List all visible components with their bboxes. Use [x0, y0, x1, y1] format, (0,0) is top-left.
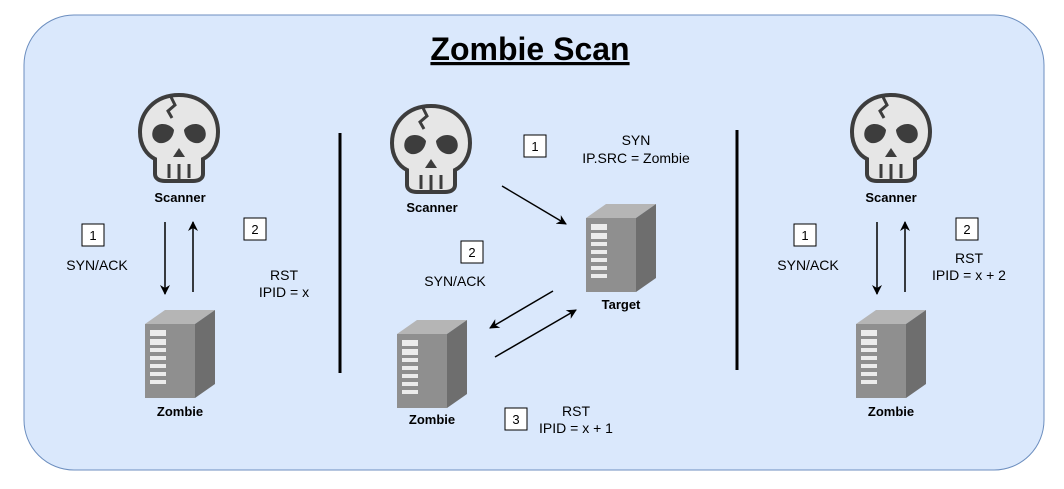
step-number-1: 1 — [89, 228, 96, 243]
syn-label: SYN — [622, 132, 651, 148]
syn-ack-label: SYN/ACK — [424, 273, 486, 289]
step-box-1 — [523, 134, 547, 158]
step-number-2: 2 — [251, 222, 258, 237]
target-label: Target — [602, 297, 641, 312]
ipid-label: IPID = x — [259, 284, 309, 300]
scanner-label: Scanner — [154, 190, 205, 205]
rst-label: RST — [955, 250, 983, 266]
server-icon — [856, 310, 926, 398]
rst-label: RST — [562, 403, 590, 419]
scanner-label: Scanner — [406, 200, 457, 215]
right-panel: Scanner Zombie 1 SYN/ACK 2 RST IPID = x … — [777, 93, 1006, 419]
step-number-1: 1 — [531, 139, 538, 154]
server-icon — [145, 310, 215, 398]
step-box-2 — [460, 240, 484, 264]
server-icon — [586, 204, 656, 292]
rst-label: RST — [270, 267, 298, 283]
diagram-title: Zombie Scan — [430, 31, 629, 67]
step-number-2: 2 — [963, 222, 970, 237]
scanner-label: Scanner — [865, 190, 916, 205]
diagram-background — [23, 14, 1045, 471]
arrow-rst — [494, 309, 577, 358]
step-box-1 — [793, 223, 817, 247]
step-box-2 — [955, 217, 979, 241]
ipid-label: IPID = x + 2 — [932, 267, 1006, 283]
left-panel: Scanner Zombie 1 SYN/ACK 2 RST IPID = x — [66, 93, 309, 419]
step-number-3: 3 — [512, 412, 519, 427]
syn-ack-label: SYN/ACK — [777, 257, 839, 273]
ip-src-label: IP.SRC = Zombie — [582, 150, 690, 166]
step-box-2 — [243, 217, 267, 241]
step-box-1 — [81, 223, 105, 247]
arrow-syn — [501, 185, 567, 225]
arrow-syn-ack — [489, 290, 554, 329]
server-icon — [397, 320, 467, 408]
step-number-2: 2 — [468, 245, 475, 260]
step-box-3 — [504, 407, 528, 431]
zombie-label: Zombie — [868, 404, 914, 419]
zombie-label: Zombie — [157, 404, 203, 419]
syn-ack-label: SYN/ACK — [66, 257, 128, 273]
ipid-label: IPID = x + 1 — [539, 420, 613, 436]
middle-panel: Scanner Target Zombie 1 SYN IP.SRC = Zom… — [390, 104, 690, 436]
zombie-label: Zombie — [409, 412, 455, 427]
step-number-1: 1 — [801, 228, 808, 243]
